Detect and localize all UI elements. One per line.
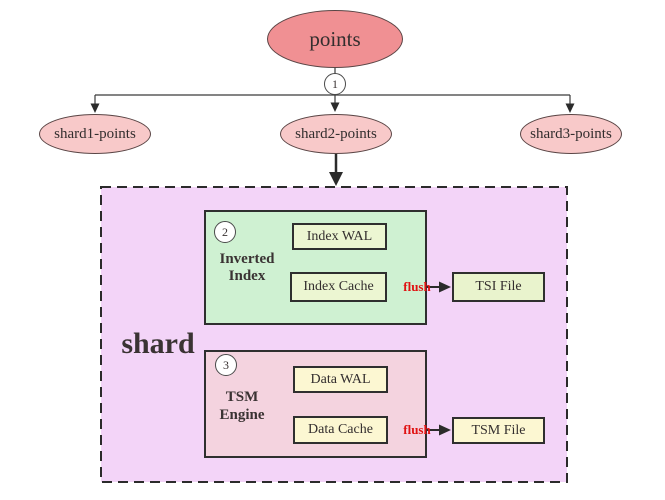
step-1-badge: 1 <box>324 73 346 95</box>
shard-label: shard <box>121 327 195 360</box>
data-wal-label: Data WAL <box>310 371 371 387</box>
points-label: points <box>309 26 361 51</box>
step-3-number: 3 <box>223 357 229 372</box>
arrowhead-to-shard2 <box>330 102 340 112</box>
data-wal-node: Data WAL <box>293 366 388 393</box>
index-cache-node: Index Cache <box>290 272 387 302</box>
flush-label-index: flush <box>403 279 431 294</box>
data-cache-label: Data Cache <box>308 422 373 437</box>
points-node: points <box>267 10 403 68</box>
tsm-file-node: TSM File <box>452 417 545 444</box>
shard1-points-label: shard1-points <box>54 125 136 142</box>
tsm-engine-label: TSM Engine <box>219 389 265 423</box>
index-wal-node: Index WAL <box>292 223 387 250</box>
step-1-number: 1 <box>332 76 338 91</box>
index-wal-label: Index WAL <box>306 228 373 244</box>
shard3-points-node: shard3-points <box>520 114 622 154</box>
step-2-number: 2 <box>222 224 228 239</box>
tsi-file-node: TSI File <box>452 272 545 302</box>
arrowhead-to-shard-box <box>329 172 343 186</box>
shard2-points-label: shard2-points <box>295 125 377 142</box>
shard2-points-node: shard2-points <box>280 114 392 154</box>
inverted-index-label: Inverted Index <box>219 251 275 284</box>
step-3-badge: 3 <box>215 354 237 376</box>
flush-label-data: flush <box>403 422 431 437</box>
shard1-points-node: shard1-points <box>39 114 151 154</box>
shard3-points-label: shard3-points <box>530 125 612 142</box>
data-cache-node: Data Cache <box>293 416 388 444</box>
arrowhead-to-shard3 <box>565 103 575 113</box>
arrowhead-to-shard1 <box>90 103 100 113</box>
index-cache-label: Index Cache <box>303 279 374 294</box>
step-2-badge: 2 <box>214 221 236 243</box>
tsi-file-label: TSI File <box>475 279 522 294</box>
tsm-file-label: TSM File <box>471 422 526 438</box>
